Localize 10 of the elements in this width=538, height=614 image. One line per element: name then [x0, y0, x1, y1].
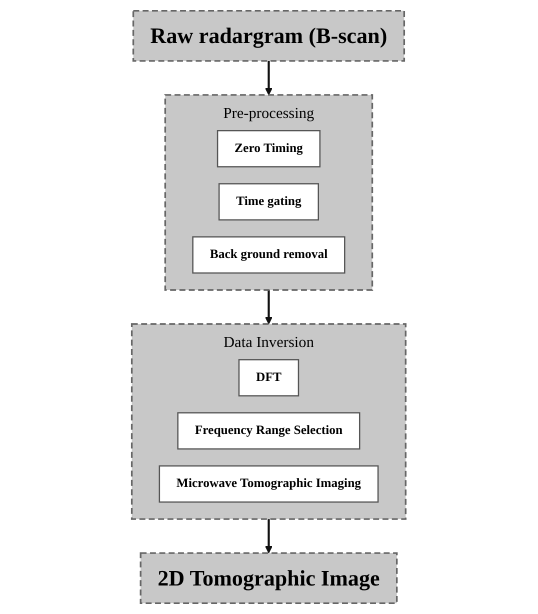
group-title: Data Inversion	[224, 333, 314, 350]
process-box: Microwave Tomographic Imaging	[159, 465, 379, 503]
process-box: Raw radargram (B-scan)	[132, 10, 406, 62]
process-box: Frequency Range Selection	[177, 412, 361, 450]
process-box: Back ground removal	[192, 236, 346, 274]
process-box: Time gating	[218, 183, 320, 221]
process-box: DFT	[238, 359, 300, 396]
process-box: Zero Timing	[217, 130, 321, 168]
group-title: Pre-processing	[224, 104, 314, 122]
process-box: 2D Tomographic Image	[140, 552, 398, 604]
